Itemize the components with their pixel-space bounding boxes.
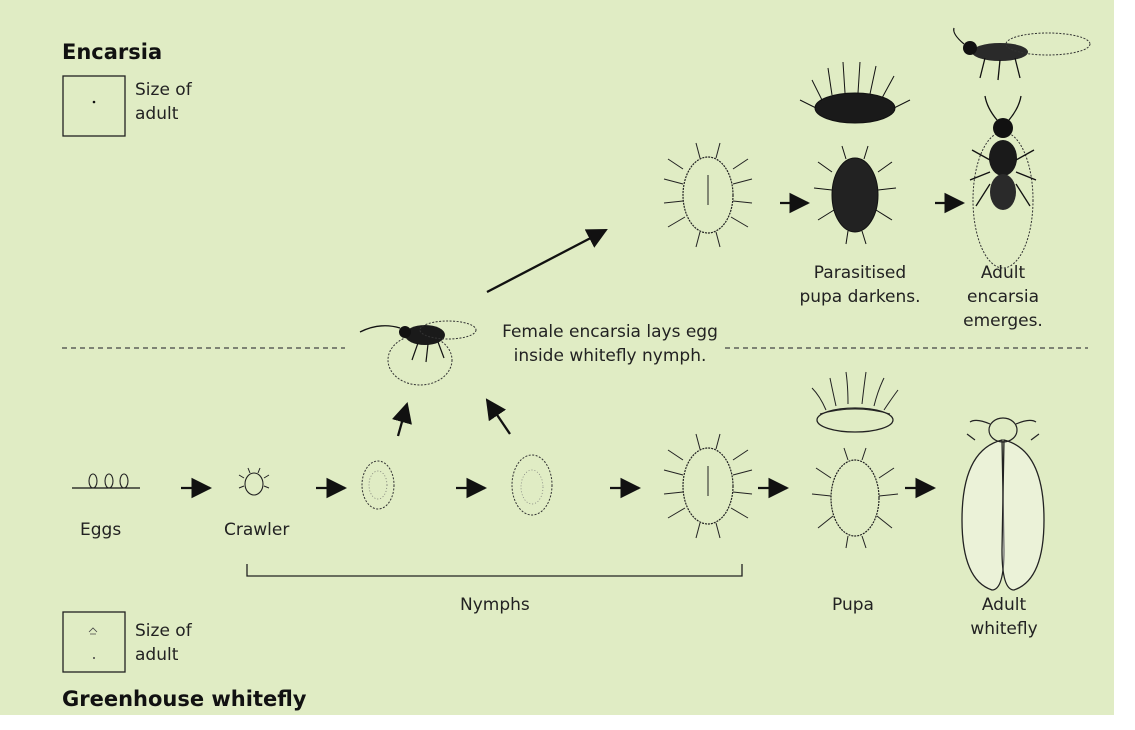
whitefly-pupa-top-icon: [812, 448, 898, 548]
arrow-diagonal-up: [487, 230, 606, 292]
female-encarsia-laying-icon: [360, 321, 476, 385]
whitefly-title: Greenhouse whitefly: [62, 687, 307, 711]
whitefly-size-label: Size of adult: [135, 619, 192, 667]
nymphs-bracket: [247, 564, 742, 576]
diagram-panel: Encarsia Greenhouse whitefly Size of adu…: [0, 0, 1114, 715]
nymph-2-icon: [512, 455, 552, 515]
encarsia-size-label: Size of adult: [135, 78, 192, 126]
whitefly-pupa-side-icon: [812, 372, 898, 432]
pupa-label: Pupa: [832, 593, 874, 617]
dark-pupa-side-icon: [800, 62, 910, 123]
parasitised-nymph-icon: [664, 143, 752, 247]
whitefly-size-box: [63, 612, 125, 672]
crawler-icon: [239, 468, 269, 495]
eggs-label: Eggs: [80, 518, 121, 542]
encarsia-title: Encarsia: [62, 40, 162, 64]
arrow-nymph1-to-encarsia: [398, 404, 407, 436]
parasitised-label: Parasitised pupa darkens.: [790, 261, 930, 309]
encarsia-adult-icon: [970, 96, 1036, 268]
adult-whitefly-label: Adult whitefly: [968, 593, 1040, 641]
dark-pupa-top-icon: [814, 146, 896, 244]
adult-encarsia-label: Adult encarsia emerges.: [960, 261, 1046, 333]
female-lays-label: Female encarsia lays egg inside whitefly…: [470, 320, 750, 368]
arrow-nymph2-to-encarsia: [487, 400, 510, 434]
nymphs-label: Nymphs: [460, 593, 530, 617]
encarsia-size-box: [63, 76, 125, 136]
adult-whitefly-icon: [962, 418, 1044, 590]
nymph-1-icon: [362, 461, 394, 509]
crawler-label: Crawler: [224, 518, 289, 542]
encarsia-flying-icon: [954, 28, 1090, 80]
nymph-3-icon: [664, 434, 752, 538]
eggs-icon: [72, 474, 140, 488]
